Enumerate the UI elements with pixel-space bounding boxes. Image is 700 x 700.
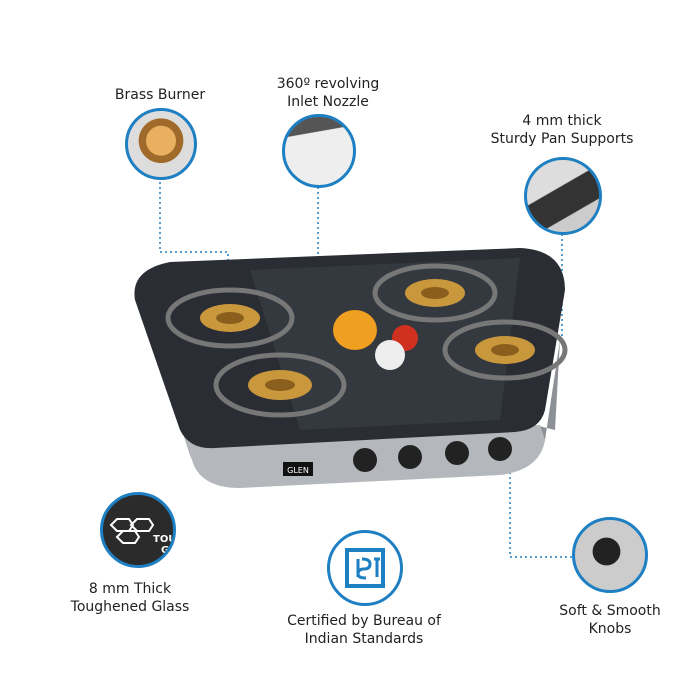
toughened-glass-badge: TOUGH GLA: [100, 492, 176, 568]
isi-mark-badge: [327, 530, 403, 606]
burners: [165, 263, 568, 418]
label-line: Certified by Bureau of: [287, 613, 441, 629]
gas-stove: GLEN: [134, 248, 568, 488]
isi-logo-icon: [345, 548, 385, 588]
label-line: Inlet Nozzle: [287, 94, 369, 110]
brass-burner-closeup: [125, 108, 197, 180]
label-line: Soft & Smooth: [559, 603, 661, 619]
badge-text: TOUGH: [153, 534, 176, 545]
inlet-nozzle-closeup: [282, 114, 356, 188]
pan-support-closeup: [524, 157, 602, 235]
garlic: [375, 340, 405, 370]
brand-badge: GLEN: [287, 466, 309, 475]
badge-text: GLA: [161, 545, 176, 556]
brass-burner-label: Brass Burner: [115, 86, 205, 104]
hexagon-icon: TOUGH GLA: [109, 518, 176, 556]
label-line: Indian Standards: [304, 631, 424, 647]
label-line: 8 mm Thick: [88, 581, 172, 597]
pepper: [333, 310, 377, 350]
label-line: Brass Burner: [114, 87, 206, 103]
label-line: Toughened Glass: [70, 599, 190, 615]
label-line: 4 mm thick: [522, 113, 602, 129]
label-line: 360º revolving: [276, 76, 380, 92]
bis-certified-label: Certified by Bureau of Indian Standards: [287, 612, 441, 648]
label-line: Sturdy Pan Supports: [490, 131, 634, 147]
knobs: [353, 437, 512, 472]
label-line: Knobs: [588, 621, 632, 637]
knob-closeup: [572, 517, 648, 593]
